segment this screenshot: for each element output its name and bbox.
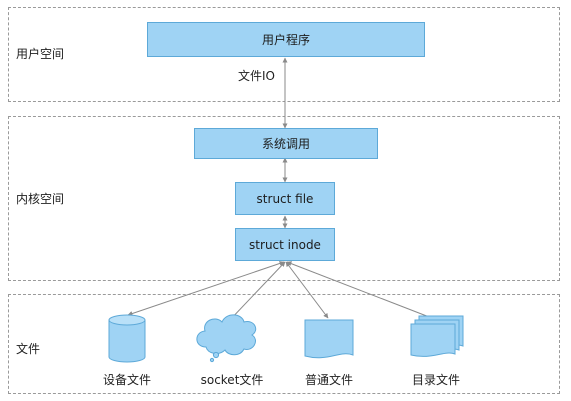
files-label: 文件 (16, 342, 41, 356)
user-program-box: 用户程序 (147, 22, 425, 57)
directory-file-label: 目录文件 (411, 373, 460, 387)
device-file-label: 设备文件 (102, 373, 151, 387)
stacked-documents-icon (410, 315, 464, 357)
document-icon (304, 319, 354, 359)
struct-file-box: struct file (235, 182, 335, 215)
arrow-inode-regular (285, 261, 329, 319)
arrow-inode-device (127, 261, 285, 316)
arrow-inode-directory (286, 261, 438, 321)
cloud-icon (196, 314, 257, 363)
struct-inode-box: struct inode (235, 228, 335, 261)
regular-file-label: 普通文件 (304, 373, 353, 387)
kernel-space-label: 内核空间 (16, 192, 65, 206)
syscall-box: 系统调用 (194, 128, 378, 159)
user-space-label: 用户空间 (16, 47, 65, 61)
cylinder-icon (108, 314, 146, 363)
arrow-inode-socket (227, 261, 286, 323)
file-io-label: 文件IO (236, 67, 277, 84)
socket-file-label: socket文件 (200, 373, 264, 387)
